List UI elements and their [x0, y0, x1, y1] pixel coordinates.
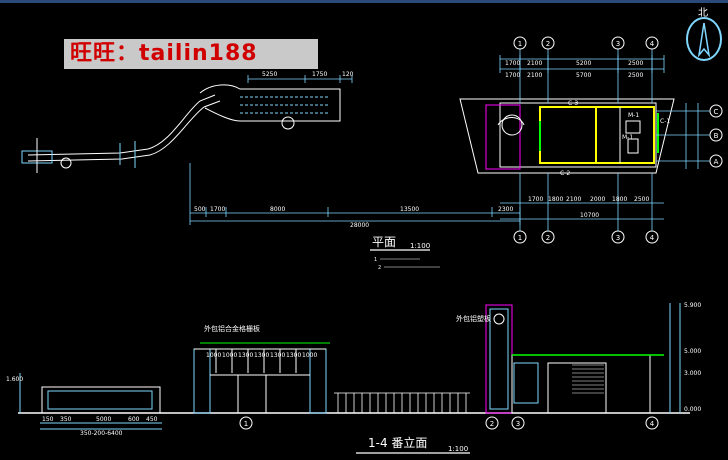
bottom-elev-dim-2: 350: [60, 416, 72, 423]
bay-dim-2: 1000: [222, 352, 237, 359]
elevation-scale: 1:100: [448, 445, 468, 453]
grid-top-4: 4: [650, 40, 655, 48]
watermark: 旺旺：tailin188: [64, 39, 318, 69]
grid-bottom-2: 2: [546, 234, 550, 242]
elev-right-2: 5.000: [684, 348, 701, 355]
top-dim-a4: 2500: [628, 60, 643, 67]
grid-right-a: A: [714, 158, 719, 166]
drive-dim-3: 8000: [270, 206, 285, 213]
drive-dim-total: 28000: [350, 222, 369, 229]
bay-dim-7: 1000: [302, 352, 317, 359]
bay-dim-1: 1000: [206, 352, 221, 359]
bottom-elev-dim-1: 150: [42, 416, 54, 423]
grid-bottom-3: 3: [616, 234, 620, 242]
grid-bottom-4: 4: [650, 234, 655, 242]
grid-top-1: 1: [518, 40, 522, 48]
path-dim-2: 1750: [312, 71, 327, 78]
drive-dim-2: 1700: [210, 206, 225, 213]
elev-grid-4: 4: [650, 420, 655, 428]
top-dim-a1: 1700: [505, 60, 520, 67]
elev-grid-1: 1: [244, 420, 248, 428]
bottom-elev-total: 350-200-6400: [80, 430, 123, 437]
top-dim-a2: 2100: [527, 60, 542, 67]
bottom-dim-1: 1700: [528, 196, 543, 203]
grid-right-c: C: [714, 108, 719, 116]
top-dim-b1: 1700: [505, 72, 520, 79]
bottom-dim-total: 10700: [580, 212, 599, 219]
path-dim-1: 5250: [262, 71, 277, 78]
drive-dim-line: [189, 163, 521, 225]
room-label-5: M-1: [622, 134, 633, 141]
grid-top-2: 2: [546, 40, 550, 48]
top-dim-b2: 2100: [527, 72, 542, 79]
guardhouse-plan: [459, 98, 675, 174]
elev-grid-2: 2: [490, 420, 494, 428]
top-dim-a3: 5200: [576, 60, 591, 67]
plan-note-1: 1: [374, 257, 377, 263]
right-grid-lines: [656, 103, 710, 169]
drive-dim-1: 500: [194, 206, 206, 213]
plan-scale: 1:100: [410, 242, 430, 250]
drive-dim-5: 2300: [498, 206, 513, 213]
room-label-1: C-3: [568, 100, 578, 107]
bottom-elev-dim-4: 600: [128, 416, 140, 423]
bottom-dim-3: 2100: [566, 196, 581, 203]
bay-dim-4: 1300: [254, 352, 269, 359]
elev-right-1: 5.900: [684, 302, 701, 309]
plan-note-2: 2: [378, 265, 381, 271]
elev-grid-3: 3: [516, 420, 520, 428]
elevation-title: 1-4 番立面: [368, 435, 427, 450]
site-path: [21, 84, 341, 173]
bottom-dim-6: 2500: [634, 196, 649, 203]
plan-drawing: 5250 1750 120 500 1700 8000 13500 2300 2…: [6, 36, 723, 454]
north-arrow-icon: [686, 17, 722, 61]
elev-left-1: 1.600: [6, 376, 23, 383]
drive-dim-4: 13500: [400, 206, 419, 213]
grid-top-3: 3: [616, 40, 620, 48]
north-label: 北: [698, 8, 708, 19]
bottom-dim-2: 1800: [548, 196, 563, 203]
plan-top-dims: [499, 49, 665, 103]
grid-bubbles-top: [513, 36, 659, 50]
grid-bubbles-bottom: [513, 230, 659, 244]
elev-right-4: 0.000: [684, 406, 701, 413]
bay-dim-3: 1300: [238, 352, 253, 359]
path-dim-3: 120: [342, 71, 354, 78]
bottom-dim-5: 1800: [612, 196, 627, 203]
elev-label-right: 外包铝塑板: [456, 314, 491, 323]
bottom-elev-dim-3: 5000: [96, 416, 111, 423]
top-dim-b4: 2500: [628, 72, 643, 79]
top-dim-b3: 5700: [576, 72, 591, 79]
bottom-dim-4: 2000: [590, 196, 605, 203]
plan-bottom-dims: [500, 173, 664, 231]
grid-bottom-1: 1: [518, 234, 522, 242]
room-label-3: C-1: [660, 118, 670, 125]
bay-dim-6: 1300: [286, 352, 301, 359]
path-dim-line: [247, 75, 353, 83]
bay-dim-5: 1300: [270, 352, 285, 359]
elev-label-left: 外包铝合金格栅板: [204, 324, 260, 333]
elev-right-3: 3.000: [684, 370, 701, 377]
elevation-drawing: [18, 303, 690, 430]
grid-right-b: B: [714, 132, 719, 140]
room-label-4: C-2: [560, 170, 570, 177]
plan-title: 平面: [372, 235, 396, 249]
bottom-elev-dim-5: 450: [146, 416, 158, 423]
elev-grid-bubbles: [239, 416, 659, 430]
room-label-2: M-1: [628, 112, 639, 119]
